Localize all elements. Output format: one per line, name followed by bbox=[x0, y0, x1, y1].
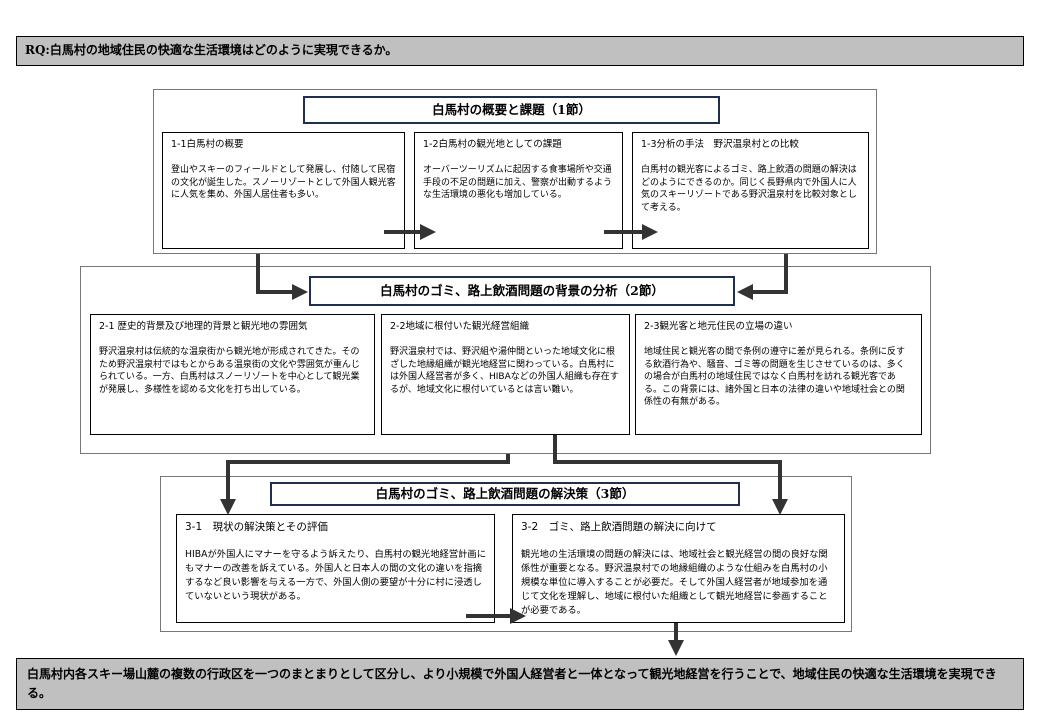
box-2-2-body: 野沢温泉村では、野沢組や湯仲間といった地域文化に根ざした地縁組織が観光地経営に関… bbox=[390, 347, 619, 395]
box-1-1: 1-1白馬村の概要 登山やスキーのフィールドとして発展し、付随して民宿の文化が誕… bbox=[162, 132, 405, 249]
box-1-2-body: オーバーツーリズムに起因する食事場所や交通手段の不足の問題に加え、警察が出動する… bbox=[423, 165, 613, 200]
arrow-1-to-2-right bbox=[737, 254, 788, 300]
section-1-header: 白馬村の概要と課題（1節） bbox=[303, 96, 720, 124]
conclusion-banner: 白馬村内各スキー場山麓の複数の行政区を一つのまとまりとして区分し、より小規模で外… bbox=[16, 658, 1024, 710]
section-2-header: 白馬村のゴミ、路上飲酒問題の背景の分析（2節） bbox=[309, 276, 735, 306]
box-2-1-body: 野沢温泉村は伝統的な温泉街から観光地が形成されてきた。そのため野沢温泉村ではもと… bbox=[99, 347, 360, 395]
box-2-3-body: 地域住民と観光客の間で条例の遵守に差が見られる。条例に反する飲酒行為や、騒音、ゴ… bbox=[644, 347, 906, 407]
arrow-2-to-3-left bbox=[220, 454, 510, 515]
box-2-2: 2-2地域に根付いた観光経営組織 野沢温泉村では、野沢組や湯仲間といった地域文化… bbox=[381, 314, 630, 435]
box-1-2: 1-2白馬村の観光地としての課題 オーバーツーリズムに起因する食事場所や交通手段… bbox=[414, 132, 623, 249]
box-2-3: 2-3観光客と地元住民の立場の違い 地域住民と観光客の間で条例の遵守に差が見られ… bbox=[635, 314, 922, 435]
box-3-2-title: 3-2 ゴミ、路上飲酒問題の解決に向けて bbox=[521, 521, 717, 533]
box-2-2-title: 2-2地域に根付いた観光経営組織 bbox=[390, 321, 530, 332]
box-2-1: 2-1 歴史的背景及び地理的背景と観光地の雰囲気 野沢温泉村は伝統的な温泉街から… bbox=[90, 314, 375, 435]
box-3-2-body: 観光地の生活環境の問題の解決には、地域社会と観光経営の間の良好な関係性が重要とな… bbox=[521, 549, 828, 616]
research-question-banner: RQ:白馬村の地域住民の快適な生活環境はどのように実現できるか。 bbox=[16, 36, 1024, 66]
box-1-3-title: 1-3分析の手法 野沢温泉村との比較 bbox=[641, 139, 799, 150]
box-1-1-body: 登山やスキーのフィールドとして発展し、付随して民宿の文化が誕生した。スノーリゾー… bbox=[171, 165, 396, 200]
box-1-2-title: 1-2白馬村の観光地としての課題 bbox=[423, 139, 562, 150]
box-1-1-title: 1-1白馬村の概要 bbox=[171, 139, 244, 150]
arrow-1-to-2-left bbox=[256, 254, 308, 300]
box-2-1-title: 2-1 歴史的背景及び地理的背景と観光地の雰囲気 bbox=[99, 321, 308, 332]
box-1-3-body: 白馬村の観光客によるゴミ、路上飲酒の問題の解決はどのようにできるのか。同じく長野… bbox=[641, 165, 857, 213]
arrow-2-to-3-right bbox=[553, 435, 788, 515]
box-1-3: 1-3分析の手法 野沢温泉村との比較 白馬村の観光客によるゴミ、路上飲酒の問題の… bbox=[632, 132, 869, 249]
box-3-1-body: HIBAが外国人にマナーを守るよう訴えたり、白馬村の観光地経営計画にもマナーの改… bbox=[185, 549, 487, 602]
section-3-header: 白馬村のゴミ、路上飲酒問題の解決策（3節） bbox=[270, 482, 740, 506]
box-2-3-title: 2-3観光客と地元住民の立場の違い bbox=[644, 321, 793, 332]
box-3-2: 3-2 ゴミ、路上飲酒問題の解決に向けて 観光地の生活環境の問題の解決には、地域… bbox=[512, 514, 845, 623]
box-3-1-title: 3-1 現状の解決策とその評価 bbox=[185, 521, 328, 533]
box-3-1: 3-1 現状の解決策とその評価 HIBAが外国人にマナーを守るよう訴えたり、白馬… bbox=[176, 514, 495, 623]
